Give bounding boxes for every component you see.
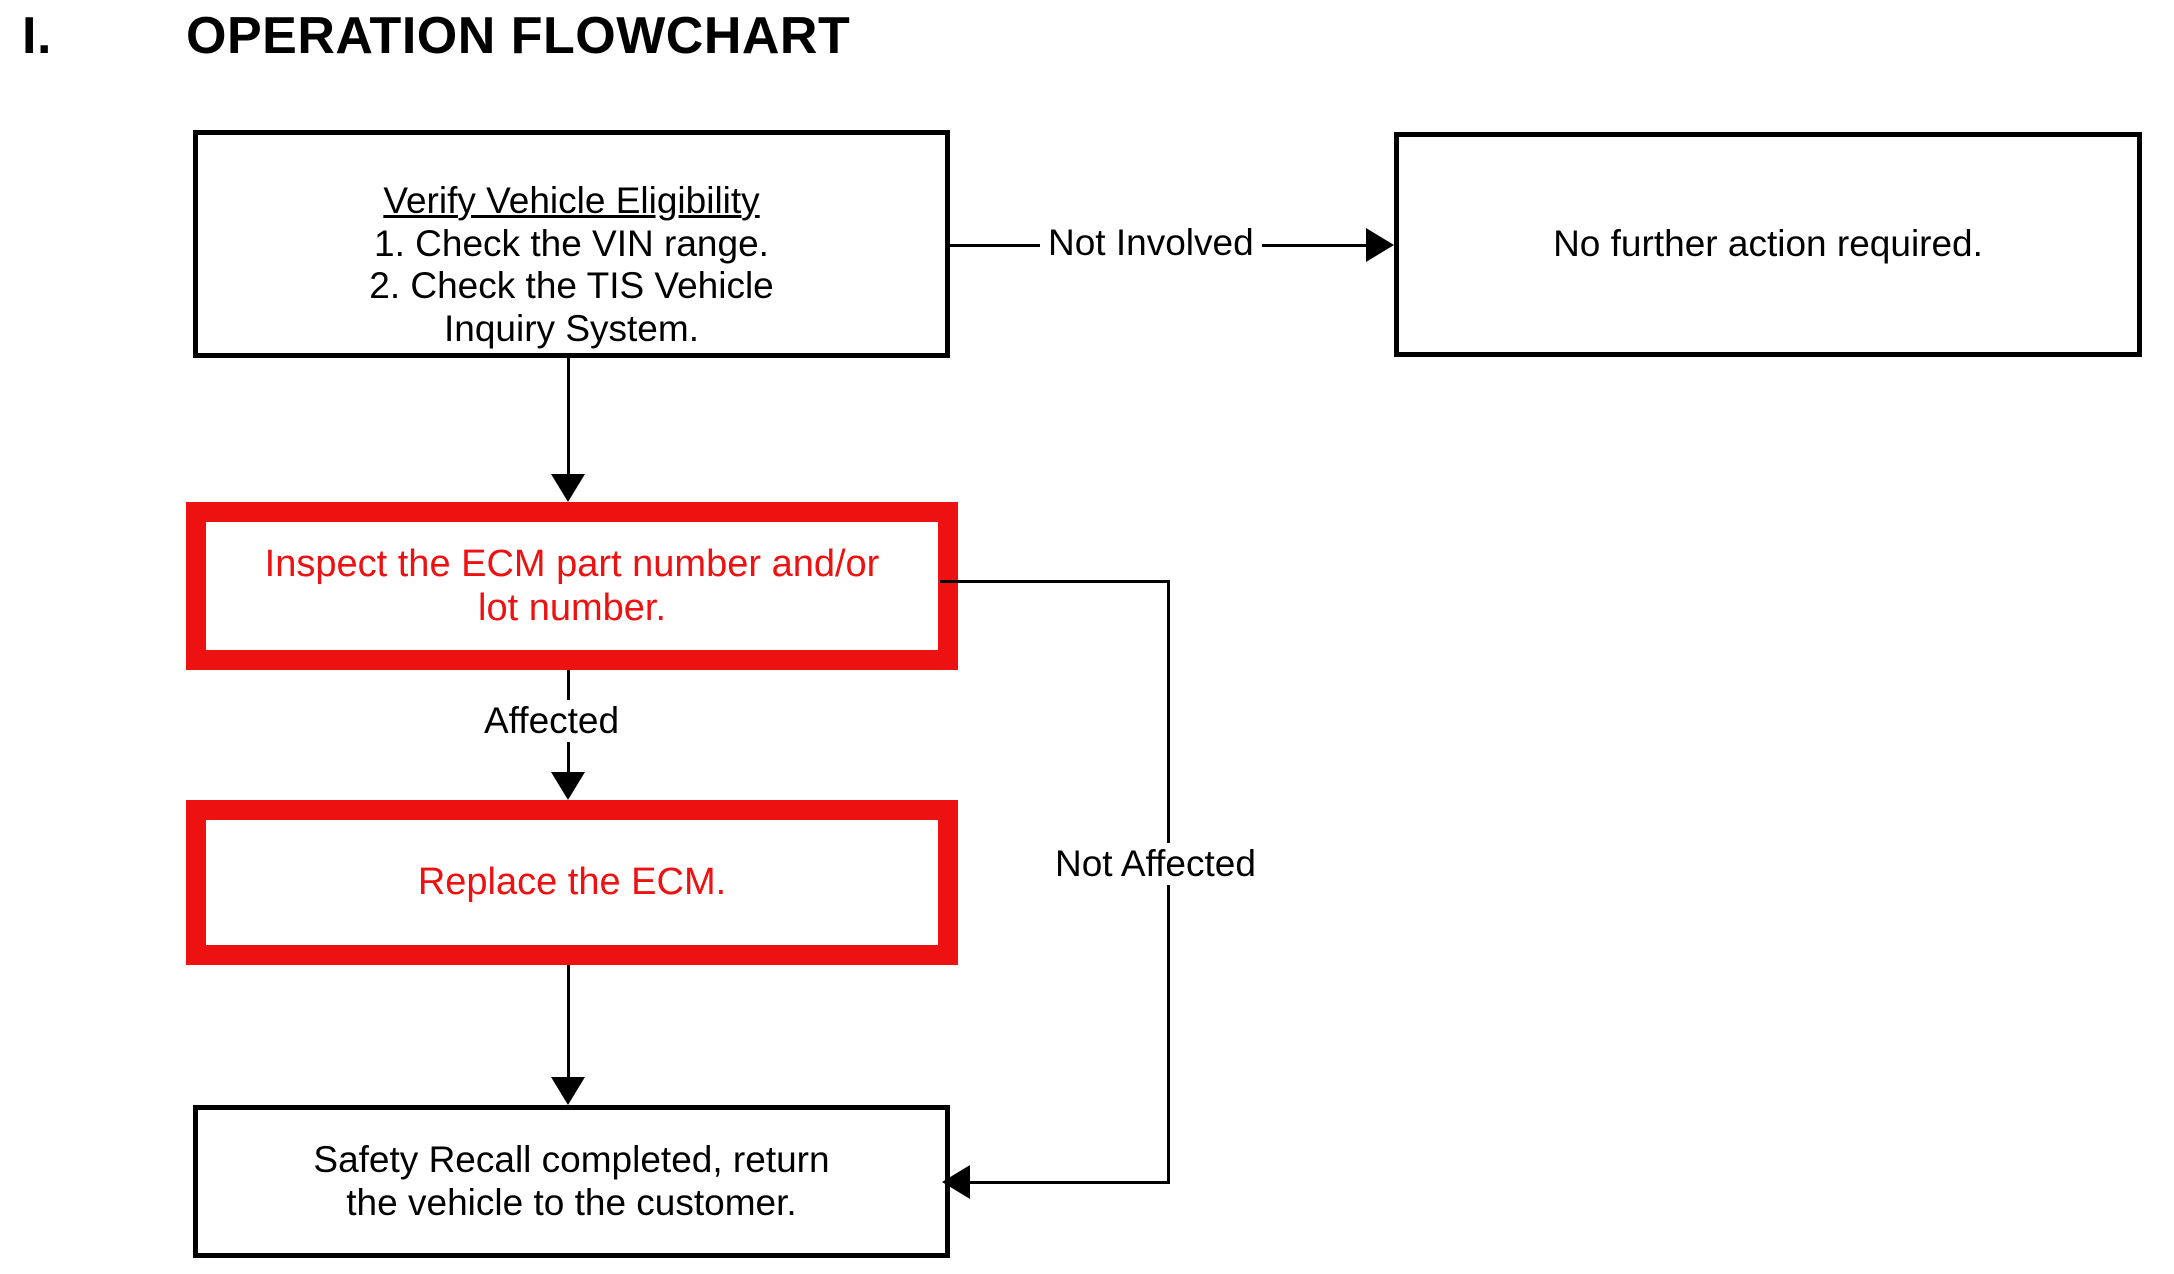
arrowhead-to-no-action — [1366, 228, 1394, 262]
edge-label-affected: Affected — [476, 700, 628, 742]
section-numeral: I. — [22, 7, 52, 65]
flow-node-inspect-ecm: Inspect the ECM part number and/or lot n… — [186, 502, 958, 670]
node-verify-body: 1. Check the VIN range. 2. Check the TIS… — [369, 222, 774, 350]
edge-label-not-involved: Not Involved — [1040, 222, 1262, 264]
edge-line-replace-to-complete — [567, 965, 570, 1079]
node-no-action-body: No further action required. — [1553, 223, 1983, 265]
node-inspect-body: Inspect the ECM part number and/or lot n… — [264, 542, 880, 629]
flow-node-no-further-action: No further action required. — [1394, 132, 2142, 357]
node-replace-body: Replace the ECM. — [417, 861, 727, 904]
page-title: OPERATION FLOWCHART — [186, 7, 851, 65]
edge-line-not-affected-top — [940, 580, 1170, 583]
node-complete-body: Safety Recall completed, return the vehi… — [313, 1138, 830, 1223]
flow-node-safety-recall-completed: Safety Recall completed, return the vehi… — [193, 1105, 950, 1258]
arrowhead-to-replace — [551, 772, 585, 800]
edge-line-not-affected-bottom — [970, 1181, 1170, 1184]
arrowhead-to-complete — [551, 1077, 585, 1105]
arrowhead-to-complete-not-affected — [942, 1165, 970, 1199]
edge-label-not-affected: Not Affected — [1047, 843, 1264, 885]
edge-line-verify-to-inspect — [567, 358, 570, 478]
arrowhead-to-inspect — [551, 474, 585, 502]
flow-node-replace-ecm: Replace the ECM. — [186, 800, 958, 965]
node-verify-title: Verify Vehicle Eligibility — [383, 179, 760, 221]
